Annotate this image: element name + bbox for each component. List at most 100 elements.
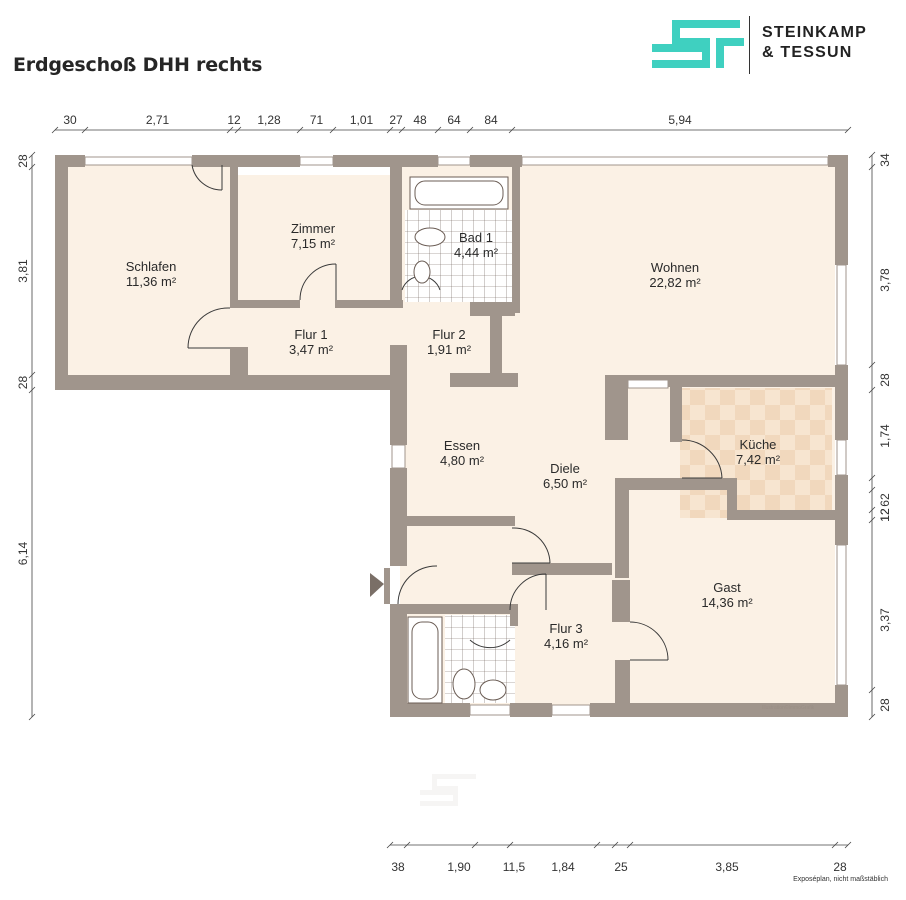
st-monogram-icon [652,20,744,68]
dimension-tick [611,841,619,849]
dimension-tick [403,841,411,849]
dimension-lines [31,129,873,846]
dimension-label: 28 [878,698,892,712]
dimension-label: 1,90 [447,860,471,874]
dimension-label: 3,78 [878,268,892,292]
bathtub-icon [409,176,509,210]
dimension-label: 71 [310,113,324,127]
dimension-label: 12 [878,508,892,522]
room-label-essen: Essen 4,80 m² [440,438,484,468]
room-name: Wohnen [650,260,700,275]
room-name: Zimmer [290,221,336,236]
dimension-tick [329,126,337,134]
dimension-tick [868,361,876,369]
dimension-label: 48 [413,113,427,127]
room-name: Diele [550,461,580,476]
room-area: 4,80 m² [439,453,485,468]
dimension-tick [466,126,474,134]
toilet-icon [413,227,446,284]
room-label-flur3: Flur 3 4,16 m² [544,621,588,651]
dimension-tick [868,386,876,394]
dimension-label: 3,37 [878,608,892,632]
dimension-tick [28,713,36,721]
doors [187,164,723,661]
dimension-tick [593,841,601,849]
dimension-label: 1,74 [878,424,892,448]
page-title: Erdgeschoß DHH rechts [13,54,263,76]
room-name: Bad 1 [459,230,493,245]
dimension-tick [386,841,394,849]
dimension-label: 84 [484,113,498,127]
dimension-label: 5,94 [668,113,692,127]
dimension-label: 1,84 [551,860,575,874]
dimension-tick [296,126,304,134]
dimension-tick [868,516,876,524]
dimension-label: 34 [878,153,892,167]
dimension-label: 1,01 [350,113,374,127]
room-label-gast: Gast 14,36 m² [701,580,752,610]
dimension-label: 28 [833,860,847,874]
room-label-flur2: Flur 2 1,91 m² [427,327,471,357]
dimension-tick [51,126,59,134]
room-area: 4,16 m² [543,636,589,651]
room-label-flur1: Flur 1 3,47 m² [289,327,333,357]
dimension-label: 11,5 [503,860,526,874]
dimension-tick [234,126,242,134]
brand-name-line2: & TESSUN [762,44,853,61]
room-label-kueche: Küche 7,42 m² [736,437,780,467]
brand-name-line1: STEINKAMP [762,24,868,41]
dimension-label: 25 [614,860,628,874]
dimension-tick [868,163,876,171]
room-area: 7,42 m² [735,452,781,467]
dimension-tick [868,486,876,494]
entrance-arrow-icon [370,573,384,597]
room-area: 6,50 m² [542,476,588,491]
dimension-label: 27 [389,113,403,127]
dimension-tick [831,841,839,849]
room-label-schlafen: Schlafen 11,36 m² [126,259,177,289]
dimension-tick [506,841,514,849]
dimension-label: 1,28 [257,113,281,127]
brand-logo: STEINKAMP & TESSUN [652,16,897,76]
room-area: 3,47 m² [288,342,334,357]
room-area: 7,15 m² [290,236,336,251]
dimension-tick [434,126,442,134]
dimension-tick [81,126,89,134]
dimension-tick [868,713,876,721]
dimension-label: 62 [878,493,892,507]
dimension-label: 3,81 [16,259,30,283]
dimension-tick [844,841,852,849]
dimension-tick [868,686,876,694]
dimension-label: 6,14 [16,541,30,565]
walls [55,155,848,717]
dimension-label: 28 [878,373,892,387]
room-name: Flur 2 [432,327,466,342]
dimension-label: 2,71 [146,113,170,127]
dimension-tick [28,371,36,379]
dimension-tick [28,386,36,394]
room-name: Küche [739,437,777,452]
room-label-diele: Diele 6,50 m² [543,461,587,491]
dimension-tick [508,126,516,134]
illustration-credit: Illustration©ImmoGrafik [762,705,815,711]
room-name: Gast [713,580,741,595]
windows [84,156,847,716]
dimension-tick [398,126,406,134]
dimension-label: 38 [391,860,405,874]
room-label-bad1: Bad 1 4,44 m² [454,230,498,260]
room-name: Flur 1 [294,327,328,342]
dimension-tick [844,126,852,134]
dimension-label: 12 [227,113,241,127]
dimension-label: 12 [878,508,892,522]
room-area: 22,82 m² [649,275,701,290]
kitchen-floor [680,388,832,518]
dimension-tick [28,163,36,171]
dimension-tick [226,126,234,134]
dimension-label: 3,85 [715,860,739,874]
bath1-floor [405,210,512,302]
room-name: Flur 3 [549,621,583,636]
dimension-label: 64 [447,113,461,127]
room-area: 14,36 m² [701,595,753,610]
room-label-wohnen: Wohnen 22,82 m² [649,260,700,290]
